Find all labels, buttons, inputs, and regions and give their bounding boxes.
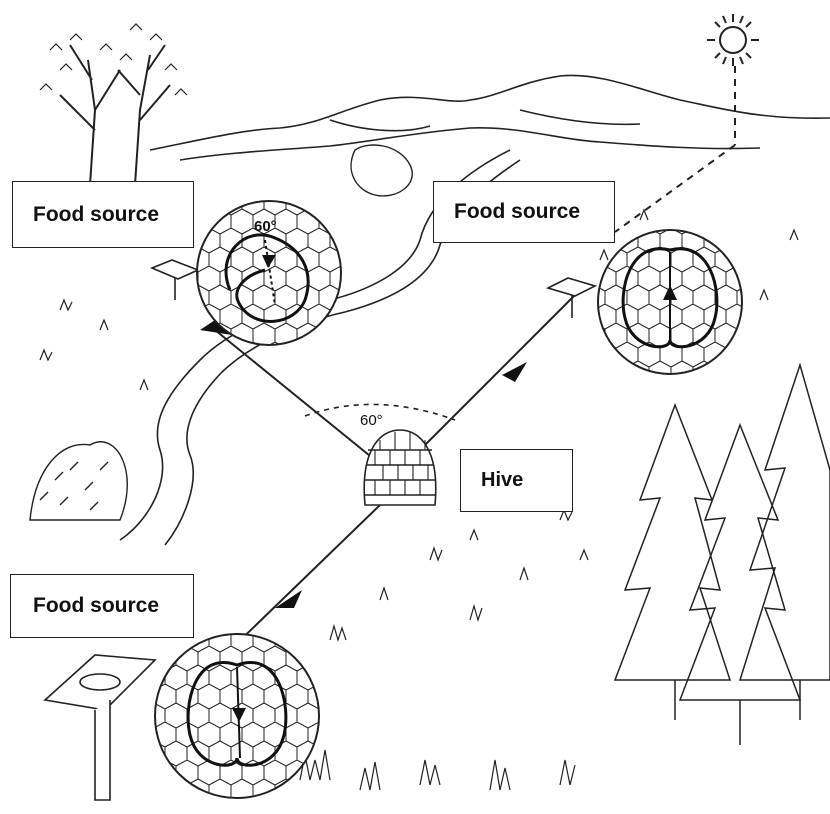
food-source-label-3: Food source <box>10 574 194 638</box>
hive-label: Hive <box>460 449 573 512</box>
food-source-label-1-text: Food source <box>33 203 159 227</box>
evergreen-trees <box>615 365 830 745</box>
food-source-label-3-text: Food source <box>33 594 159 618</box>
dance-comb-3 <box>150 630 325 805</box>
dance-comb-2 <box>595 228 750 383</box>
sun-icon <box>707 14 759 66</box>
hive-icon <box>364 430 436 505</box>
food-source-label-2: Food source <box>433 181 615 243</box>
mountains <box>150 75 830 160</box>
feeder-table-2 <box>548 278 595 318</box>
feeder-table-1 <box>152 260 198 300</box>
hive-label-text: Hive <box>481 469 523 492</box>
deciduous-trees <box>40 24 187 185</box>
sun-to-food-line <box>615 145 735 232</box>
feeder-table-3 <box>45 655 155 800</box>
food-source-label-2-text: Food source <box>454 200 580 224</box>
field-angle-label: 60° <box>360 412 383 429</box>
food-source-label-1: Food source <box>12 181 194 248</box>
dance-angle-label: 60° <box>254 218 277 235</box>
